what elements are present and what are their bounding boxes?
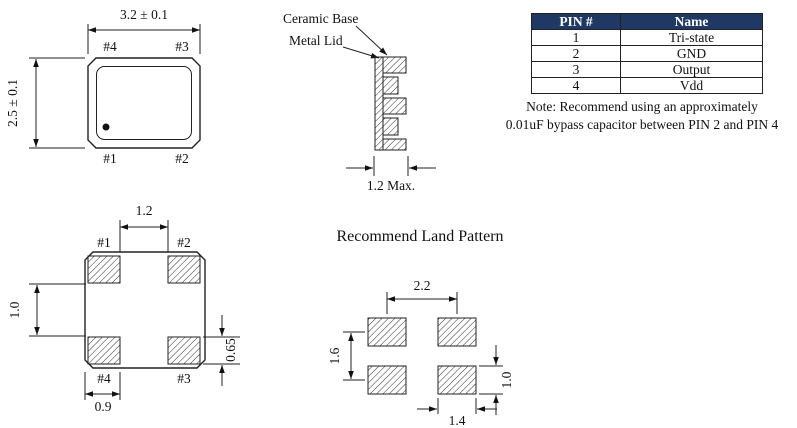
land-pattern-pads	[367, 317, 477, 395]
dim-height-lines	[29, 57, 85, 149]
note-line-2: 0.01uF bypass capacitor between PIN 2 an…	[505, 116, 779, 132]
metal-lid-side-section	[374, 56, 384, 151]
pad-top-left	[87, 255, 121, 284]
dim-land-pitch-y-label: 1.6	[327, 347, 342, 364]
dim-pad-gap-top-lines	[119, 220, 169, 252]
dim-width-lines	[87, 24, 201, 54]
dim-land-pad-width-lines	[417, 398, 497, 414]
dim-width-label: 3.2 ± 0.1	[120, 7, 168, 22]
pin-number-cell: 4	[531, 77, 621, 94]
bypass-capacitor-note: Note: Recommend using an approximately 0…	[490, 98, 794, 133]
table-row: 4 Vdd	[531, 77, 763, 94]
pin1-marker-dot	[102, 123, 110, 131]
pad-label-top-left: #4	[103, 39, 117, 54]
land-pad-bottom-left	[367, 365, 407, 395]
land-pad-top-left	[367, 317, 407, 347]
pad-top-right	[167, 255, 201, 284]
dim-pad-width-bottom-lines	[84, 372, 121, 400]
land-pattern-title: Recommend Land Pattern	[336, 228, 503, 245]
ceramic-base-callout: Ceramic Base	[283, 11, 358, 26]
pin-number-cell: 2	[531, 45, 621, 62]
land-pattern: Recommend Land Pattern 2.2 1.6	[327, 228, 514, 428]
dim-thickness-label: 1.2 Max.	[367, 178, 415, 193]
pad-label-bottom-left: #1	[103, 151, 117, 166]
package-outline-top-view	[87, 57, 201, 149]
pin-name-cell: Vdd	[620, 77, 763, 94]
bottom-pad-label-bottom-right: #3	[177, 371, 191, 386]
pad-label-bottom-right: #2	[175, 151, 189, 166]
dim-pad-width-bottom-label: 0.9	[95, 399, 112, 414]
dim-pad-gap-left-label: 1.0	[7, 301, 22, 318]
bottom-pad-label-bottom-left: #4	[97, 371, 111, 386]
pin-name-cell: Tri-state	[620, 29, 763, 46]
dim-pad-gap-left-lines	[29, 283, 86, 337]
table-row: 3 Output	[531, 61, 763, 78]
dim-land-pitch-y-lines	[343, 331, 365, 381]
dim-pad-height-right-lines	[203, 315, 240, 386]
pin-number-cell: 3	[531, 61, 621, 78]
pin-table-header-row: PIN # Name	[531, 13, 763, 30]
bottom-view-pads	[87, 255, 201, 365]
dim-land-pitch-x-lines	[386, 292, 458, 314]
pin-number-cell: 1	[531, 29, 621, 46]
note-line-1: Note: Recommend using an approximately	[526, 99, 758, 114]
pad-label-top-right: #3	[175, 39, 189, 54]
ceramic-base-side-section	[382, 56, 407, 151]
pin-table-header-pin: PIN #	[531, 13, 621, 30]
dim-land-pad-width-label: 1.4	[449, 413, 466, 428]
pin-table: PIN # Name 1 Tri-state 2 GND 3 Output 4 …	[531, 13, 763, 94]
dim-land-pad-height-lines	[479, 345, 503, 415]
dim-land-pitch-x-label: 2.2	[414, 278, 431, 293]
dim-pad-height-right-label: 0.65	[223, 338, 238, 362]
dim-land-pad-height-label: 1.0	[499, 371, 514, 388]
ceramic-base-leader-line	[355, 25, 388, 56]
land-pad-top-right	[437, 317, 477, 347]
side-view: Ceramic Base Metal Lid 1.2 Max.	[283, 11, 436, 193]
pad-bottom-right	[167, 336, 201, 365]
dim-thickness-lines	[346, 156, 436, 176]
package-outline-bottom-view	[84, 251, 206, 369]
pad-bottom-left	[87, 336, 121, 365]
bottom-pad-label-top-left: #1	[97, 235, 111, 250]
table-row: 2 GND	[531, 45, 763, 62]
top-view: 3.2 ± 0.1 2.5 ± 0.1 #4 #3 #1 #2	[5, 7, 201, 166]
metal-lid-leader-line	[342, 46, 380, 59]
table-row: 1 Tri-state	[531, 29, 763, 46]
bottom-pad-label-top-right: #2	[177, 235, 191, 250]
pin-name-cell: Output	[620, 61, 763, 78]
bottom-view: #1 #2 #4 #3 1.2 1.0 0.65	[7, 203, 240, 414]
dim-height-label: 2.5 ± 0.1	[5, 79, 20, 127]
metal-lid-callout: Metal Lid	[289, 33, 343, 48]
metal-lid-top-face	[96, 66, 192, 140]
pin-name-cell: GND	[620, 45, 763, 62]
dim-pad-gap-top-label: 1.2	[136, 203, 153, 218]
pin-table-header-name: Name	[620, 13, 763, 30]
land-pad-bottom-right	[437, 365, 477, 395]
